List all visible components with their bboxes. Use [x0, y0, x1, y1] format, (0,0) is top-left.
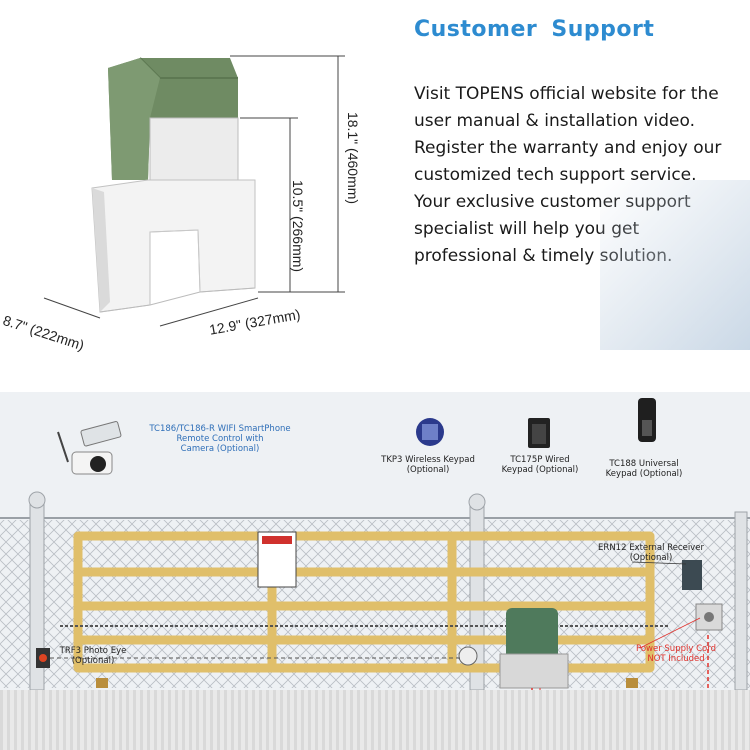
label-line: Camera (Optional)	[180, 444, 260, 454]
label-line: (Optional)	[71, 656, 115, 666]
support-line: Visit TOPENS official website for the	[414, 84, 719, 104]
label-line: TC186/TC186-R WIFI SmartPhone	[149, 424, 291, 434]
label-line: NOT Included	[647, 654, 705, 664]
smartphone-remote-label: TC186/TC186-R WIFI SmartPhone Remote Con…	[140, 424, 300, 454]
tkp3-label: TKP3 Wireless Keypad (Optional)	[372, 455, 484, 475]
support-line: user manual & installation video.	[414, 111, 696, 131]
base-stand	[91, 179, 256, 313]
label-line: Keypad (Optional)	[605, 469, 683, 479]
tc175p-label: TC175P Wired Keypad (Optional)	[492, 455, 588, 475]
tkp3-keypad-icon	[416, 418, 444, 446]
tc188-label: TC188 Universal Keypad (Optional)	[596, 459, 692, 479]
label-line: TKP3 Wireless Keypad	[381, 455, 475, 465]
gate-installation-drawing	[0, 398, 750, 713]
gate-opener	[499, 608, 569, 689]
support-line: Register the warranty and enjoy our	[414, 138, 722, 158]
tc175p-keypad-icon	[528, 418, 550, 448]
label-line: TC188 Universal	[609, 459, 679, 469]
office-photo	[600, 180, 750, 350]
opener-dimension-drawing	[43, 55, 345, 327]
sliding-gate	[73, 531, 655, 673]
label-line: Power Supply Cord	[636, 644, 716, 654]
ern12-label: ERN12 External Receiver (Optional)	[588, 543, 714, 563]
label-line: TC175P Wired	[510, 455, 570, 465]
power-cord-label: Power Supply Cord NOT Included	[626, 644, 726, 664]
label-line: (Optional)	[629, 553, 673, 563]
label-line: TRF3 Photo Eye	[59, 646, 127, 656]
label-line: Keypad (Optional)	[501, 465, 579, 475]
leg-height-label: 10.5" (266mm)	[290, 179, 306, 273]
support-line: specialist will help you get	[414, 219, 640, 239]
wifi-camera-icon	[57, 421, 122, 475]
external-receiver	[682, 560, 702, 590]
motor-housing	[108, 57, 238, 180]
photo-eye-right	[458, 646, 478, 666]
customer-support-body: Visit TOPENS official website for the us…	[414, 81, 724, 270]
trf3-photo-eye-label: TRF3 Photo Eye (Optional)	[48, 646, 138, 666]
customer-support-title: Customer Support	[414, 17, 655, 42]
tc188-keypad-icon	[638, 398, 656, 442]
label-line: ERN12 External Receiver	[598, 543, 704, 553]
fence-posts	[28, 491, 748, 691]
total-height-label: 18.1" (460mm)	[345, 111, 361, 205]
label-line: Remote Control with	[176, 434, 264, 444]
label-line: (Optional)	[406, 465, 450, 475]
ground	[0, 690, 750, 750]
